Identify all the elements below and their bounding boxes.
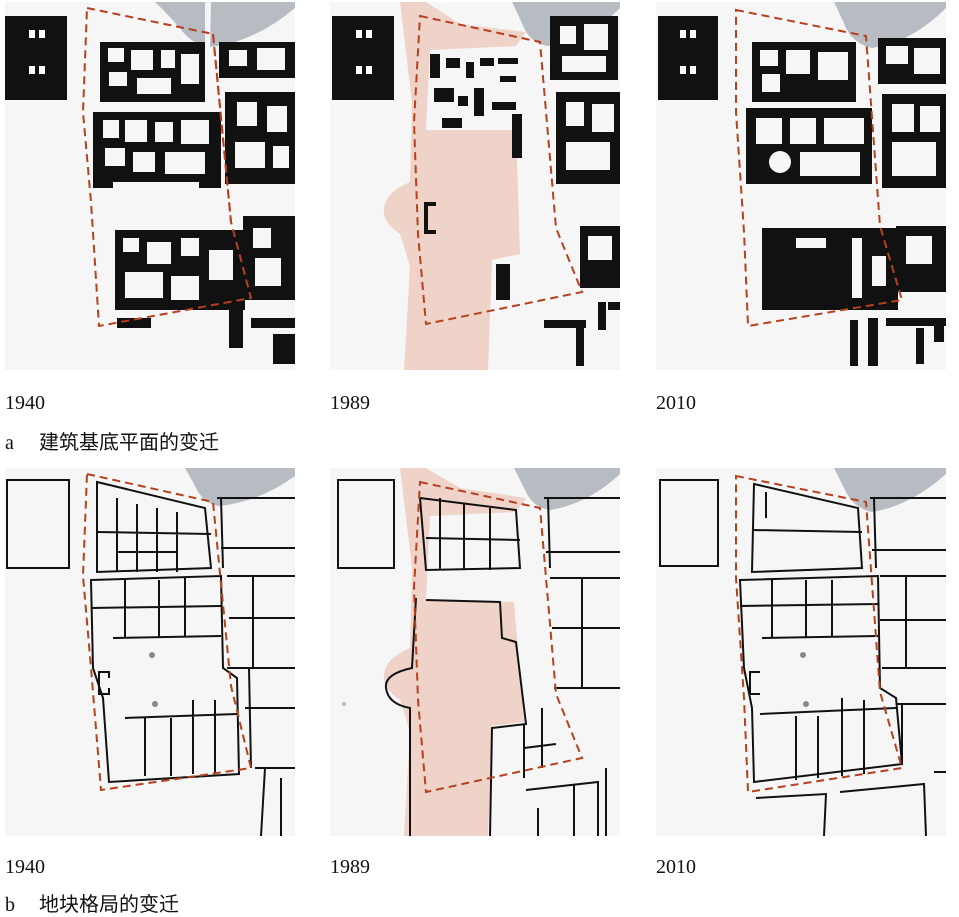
- map-a-1940: [5, 2, 295, 370]
- caption-a-letter: a: [5, 432, 14, 454]
- new-development-area: [383, 2, 526, 370]
- year-label-b-1940: 1940: [5, 856, 45, 878]
- map-b-1940: [5, 468, 295, 836]
- map-a-1989: [330, 2, 620, 370]
- year-label-a-1989: 1989: [330, 392, 370, 414]
- fortress-west: [332, 16, 394, 100]
- new-development-area: [383, 468, 526, 836]
- fortress-west: [5, 16, 67, 100]
- caption-a: a 建筑基底平面的变迁: [5, 426, 219, 455]
- caption-b-letter: b: [5, 894, 15, 916]
- map-a-2010: [656, 2, 946, 370]
- fortress-west-outline: [659, 479, 719, 567]
- year-label-b-1989: 1989: [330, 856, 370, 878]
- caption-b: b 地块格局的变迁: [5, 888, 179, 917]
- caption-b-text: 地块格局的变迁: [39, 892, 179, 916]
- fortress-west-outline: [6, 479, 70, 569]
- year-label-a-2010: 2010: [656, 392, 696, 414]
- map-b-1989: [330, 468, 620, 836]
- year-label-b-2010: 2010: [656, 856, 696, 878]
- fortress-west: [658, 16, 718, 100]
- caption-a-text: 建筑基底平面的变迁: [39, 430, 219, 454]
- map-b-2010: [656, 468, 946, 836]
- fortress-west-outline: [337, 479, 395, 569]
- year-label-a-1940: 1940: [5, 392, 45, 414]
